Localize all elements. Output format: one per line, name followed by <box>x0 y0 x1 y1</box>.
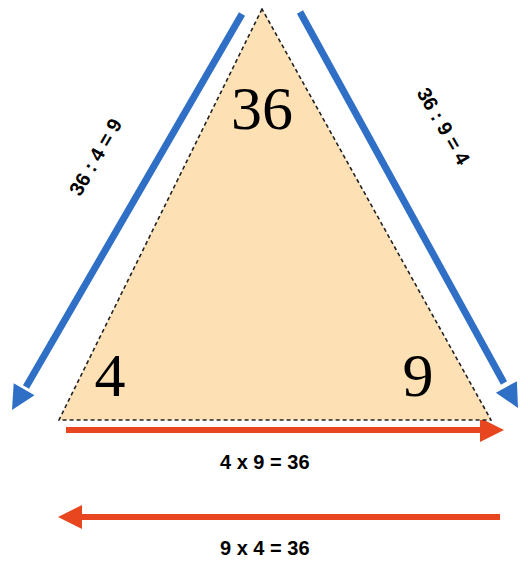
fact-triangle: 36 4 9 <box>58 8 492 422</box>
factor-number: 9 <box>403 344 434 406</box>
arrow-head <box>58 505 82 529</box>
red-arrow <box>58 505 500 529</box>
multiplication-equation: 4 x 9 = 36 <box>220 452 310 472</box>
arrow-head <box>496 381 518 408</box>
division-equation: 36 : 4 = 9 <box>65 115 125 199</box>
triangle-outline <box>59 9 491 420</box>
multiplication-equation: 9 x 4 = 36 <box>220 538 310 558</box>
division-equation: 36 : 9 = 4 <box>413 84 473 168</box>
factor-number: 4 <box>95 344 126 406</box>
product-number: 36 <box>231 77 293 139</box>
red-arrow <box>66 418 504 442</box>
arrow-head <box>480 418 504 442</box>
arrow-shaft <box>80 514 500 520</box>
arrow-head <box>12 383 35 410</box>
arrow-shaft <box>66 427 482 433</box>
